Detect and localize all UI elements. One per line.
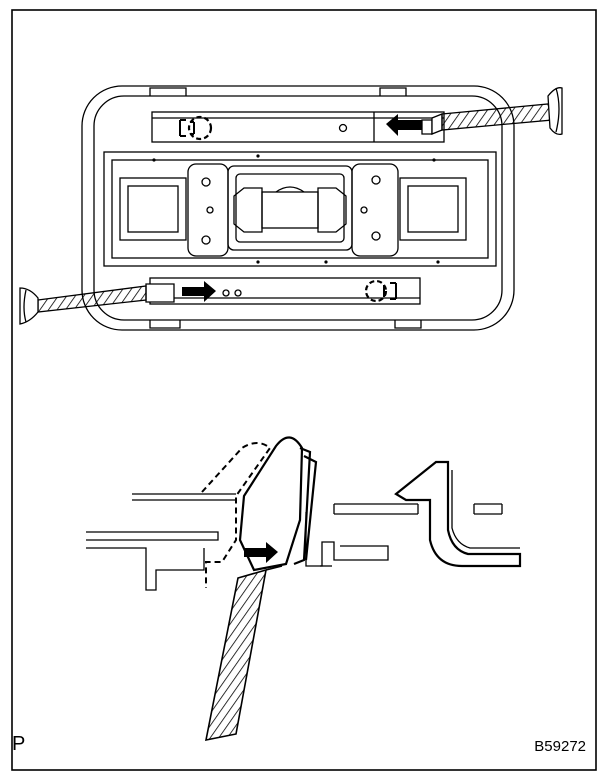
section-upper-plate [132, 493, 503, 515]
screwdriver-icon [421, 87, 563, 136]
light-housing [81, 85, 515, 331]
section-housing-hook [394, 460, 522, 568]
section-housing-slot [305, 512, 389, 567]
bulb-icon [233, 186, 347, 233]
lens-panel [103, 151, 497, 267]
figure-code: B59272 [534, 738, 586, 755]
arrow-left-icon [386, 114, 422, 136]
clip-ghost-outline [201, 442, 272, 588]
section-lens-body [86, 531, 219, 591]
arrow-right-icon [244, 542, 278, 563]
bulb-bracket [187, 163, 399, 257]
screwdriver-icon [19, 283, 175, 325]
corner-label: P [12, 733, 26, 755]
lower-clip-icon [364, 279, 397, 303]
clip-icon [238, 436, 318, 572]
lens-screw-holes [152, 154, 440, 264]
arrow-right-icon [182, 281, 216, 302]
upper-clip-icon [179, 115, 213, 141]
screwdriver-icon [204, 565, 283, 742]
figure-border [11, 9, 597, 771]
